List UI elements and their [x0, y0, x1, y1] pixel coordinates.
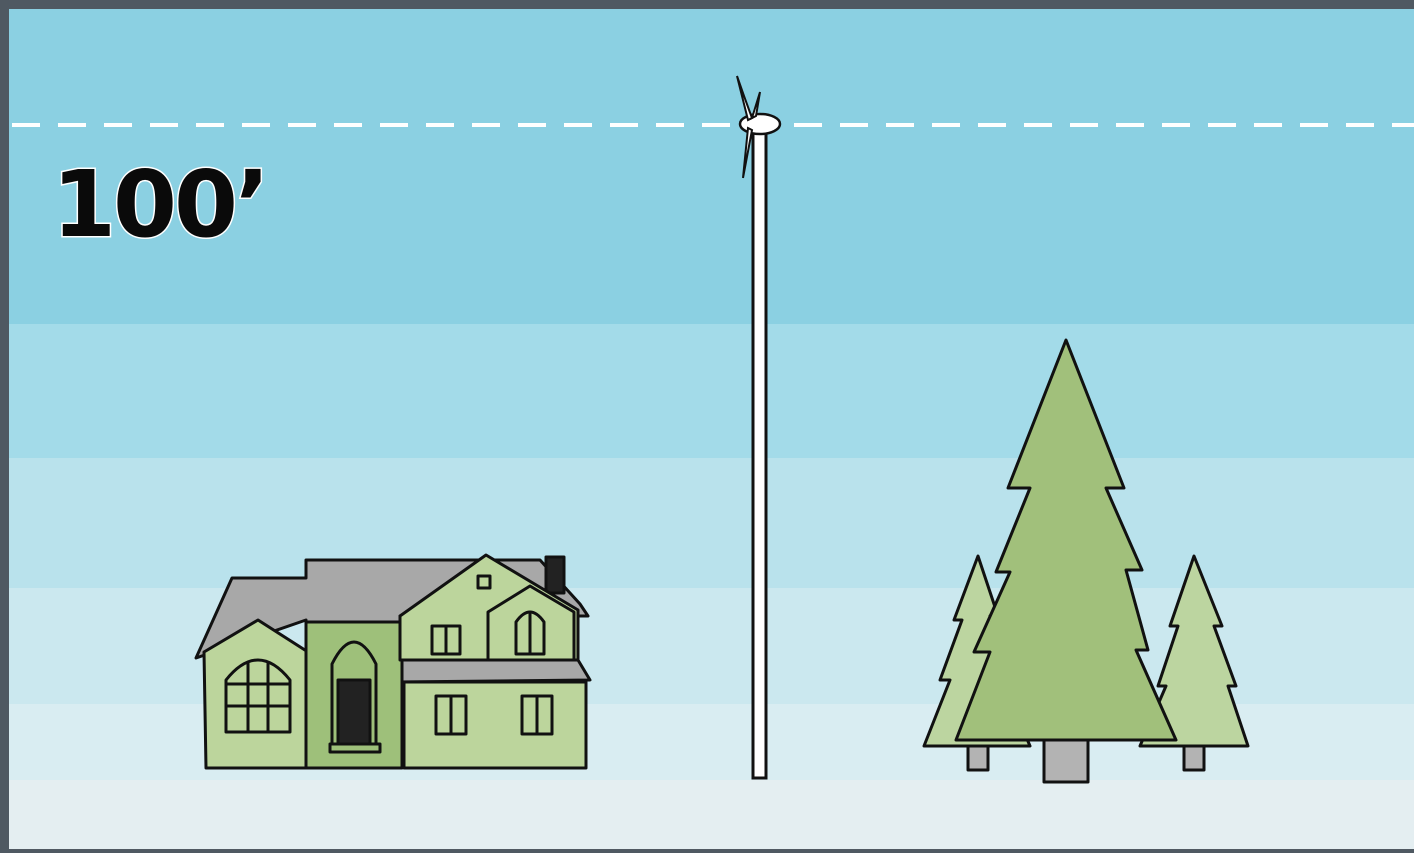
turbine-nacelle — [740, 114, 780, 134]
house-icon — [196, 555, 590, 768]
turbine-tower — [753, 128, 766, 778]
house-door — [330, 642, 380, 752]
tree-main-trunk — [1044, 740, 1088, 782]
house-lower-window-right — [522, 696, 552, 734]
tree-right-trunk — [1184, 746, 1204, 770]
house-upper-window-left — [432, 626, 460, 654]
tree-left-trunk — [968, 746, 988, 770]
sky-band-2 — [9, 324, 1414, 458]
house-chimney — [546, 557, 564, 593]
height-label: 100’ — [52, 151, 267, 258]
house-upper-window-right — [516, 612, 544, 654]
house-porch-roof — [396, 660, 590, 682]
house-arched-window — [226, 660, 290, 732]
house-attic-window — [478, 576, 490, 588]
house-right-lower — [404, 682, 586, 768]
house-lower-window-left — [436, 696, 466, 734]
ground-band — [9, 780, 1414, 849]
sky-band-3 — [9, 458, 1414, 588]
